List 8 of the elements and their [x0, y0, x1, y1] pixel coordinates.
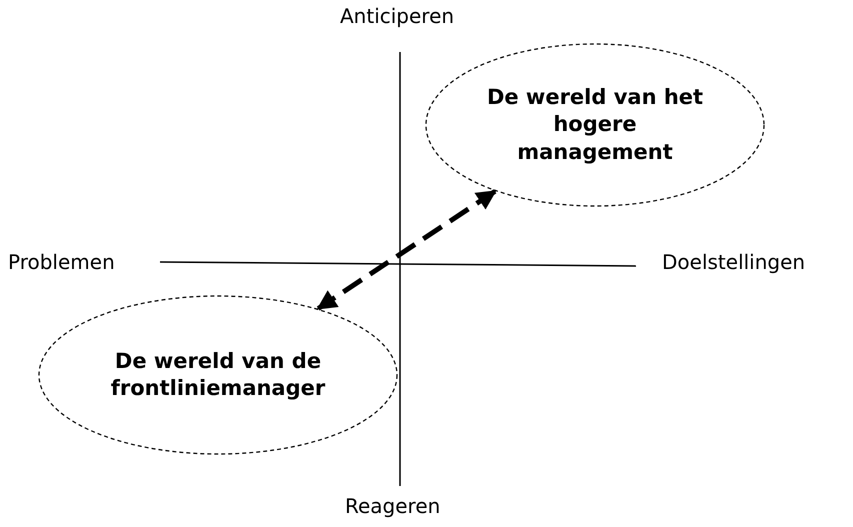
dashed-ellipse: [425, 43, 765, 207]
axis-label: Problemen: [8, 250, 115, 274]
axis-label: Anticiperen: [340, 4, 454, 28]
dashed-ellipse: [38, 295, 398, 455]
ellipse-label: De wereld van het hogere management: [486, 84, 704, 166]
ellipse-label: De wereld van de frontliniemanager: [110, 348, 326, 402]
axis-label: Reageren: [345, 494, 440, 518]
axis-label: Doelstellingen: [662, 250, 806, 274]
